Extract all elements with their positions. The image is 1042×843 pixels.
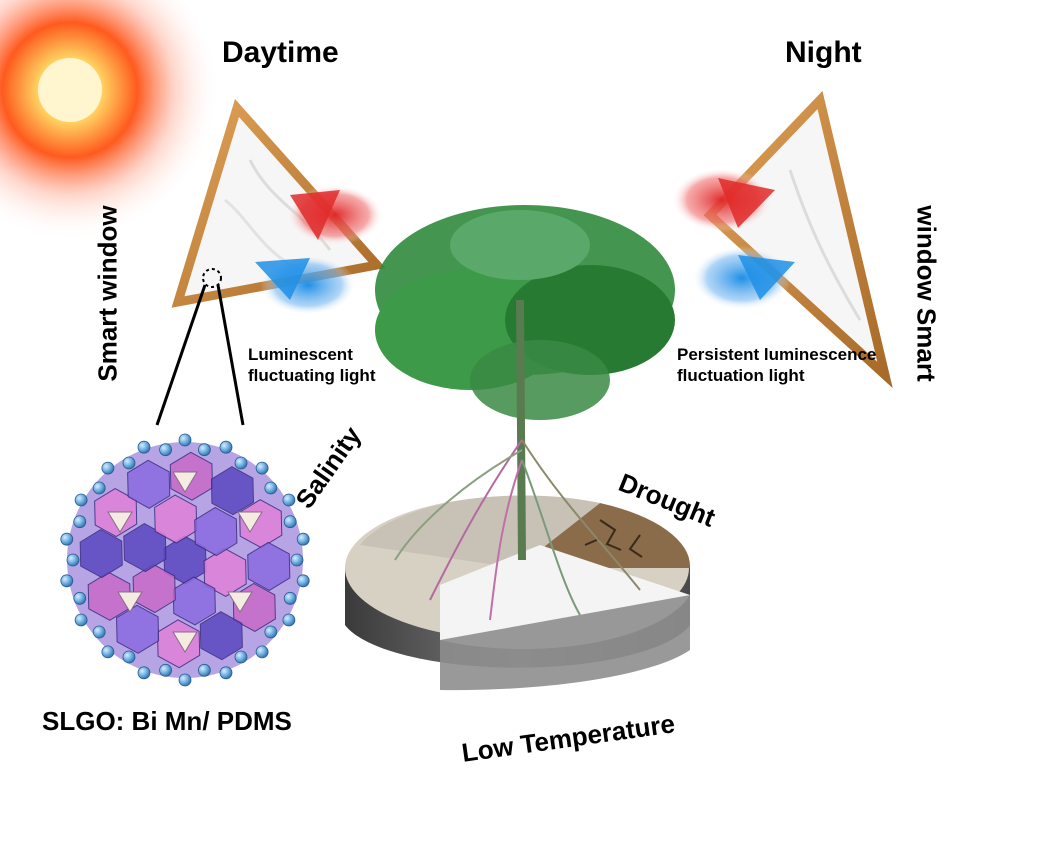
- smart-window-label-right: window Smart: [911, 205, 942, 382]
- smart-window-label-left: Smart window: [92, 205, 123, 382]
- crystal-structure-icon: [60, 433, 310, 687]
- red-light-beam: [672, 168, 775, 232]
- night-light-line1: Persistent luminescence: [677, 345, 877, 364]
- zoom-marker: [202, 268, 222, 288]
- day-light-line1: Luminescent: [248, 345, 353, 364]
- zoom-line-right: [216, 284, 245, 426]
- night-light-line2: fluctuation light: [677, 366, 805, 385]
- soil-disc-icon: [345, 495, 691, 691]
- blue-light-beam: [255, 255, 356, 315]
- material-formula: SLGO: Bi Mn/ PDMS: [42, 706, 292, 736]
- smart-window-frame-icon: [703, 90, 893, 389]
- daytime-heading: Daytime: [222, 36, 339, 69]
- plant-icon: [375, 205, 675, 621]
- night-light-caption: Persistent luminescence fluctuation ligh…: [677, 344, 876, 386]
- blue-light-beam: [692, 246, 795, 310]
- red-light-beam: [287, 185, 383, 245]
- zoom-line-left: [155, 284, 207, 426]
- day-light-line2: fluctuating light: [248, 366, 376, 385]
- drought-sector: [517, 503, 691, 568]
- sun-icon: [0, 0, 220, 240]
- day-light-caption: Luminescent fluctuating light: [248, 344, 375, 386]
- night-heading: Night: [785, 36, 862, 69]
